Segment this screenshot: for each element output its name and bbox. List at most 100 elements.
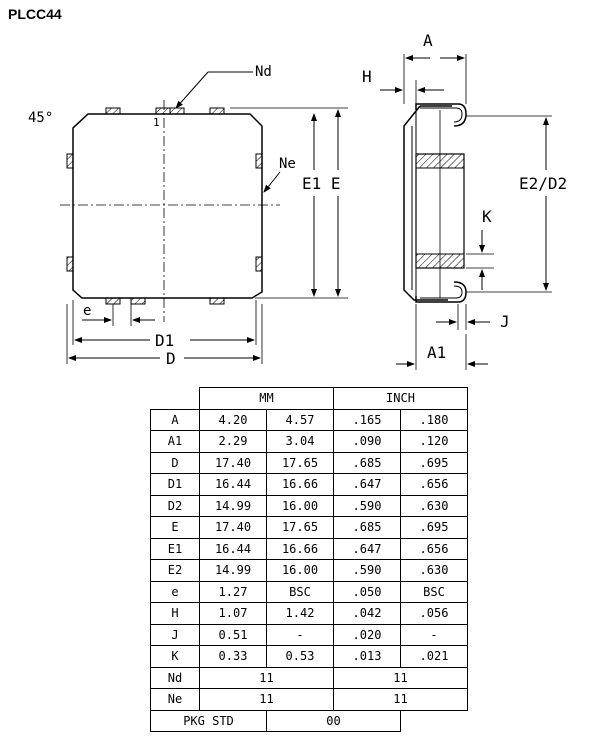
e2-d2-label: E2/D2 (519, 174, 567, 193)
mm-min: 1.07 (199, 602, 267, 625)
row-symbol: Nd (150, 666, 200, 689)
pin1-label: 1 (153, 116, 160, 129)
inch-min: .685 (333, 516, 401, 539)
lead-bottom-inner (420, 285, 463, 299)
mm-min: 17.40 (199, 516, 267, 539)
inch-max: .021 (400, 645, 468, 668)
mm-max: 17.65 (266, 451, 334, 474)
row-symbol: E2 (150, 559, 200, 582)
package-drawing: 45° 1 Nd Ne E1 E e D1 D (28, 31, 567, 370)
mm-max: - (266, 623, 334, 646)
inch-max: .180 (400, 408, 468, 431)
inch-max: .656 (400, 537, 468, 560)
row-symbol: D (150, 451, 200, 474)
mm-min: 4.20 (199, 408, 267, 431)
lead-bottom (415, 281, 467, 303)
e1-e-label: E1 E (302, 174, 341, 193)
mm-max: 16.00 (266, 559, 334, 582)
mm-min: 14.99 (199, 559, 267, 582)
row-symbol: E1 (150, 537, 200, 560)
inch-max: .630 (400, 559, 468, 582)
inch-max: - (400, 623, 468, 646)
angle-label: 45° (28, 110, 53, 126)
e-pitch-label: e (83, 303, 91, 319)
mm-min: 16.44 (199, 537, 267, 560)
pad-bottom-left-a (105, 297, 121, 305)
mm-max: 4.57 (266, 408, 334, 431)
mm-max: BSC (266, 580, 334, 603)
pad-top-mid-b (169, 107, 185, 115)
row-symbol: D2 (150, 494, 200, 517)
inch-max: .695 (400, 516, 468, 539)
inch-min: .647 (333, 473, 401, 496)
d1-label: D1 (155, 331, 174, 350)
pad-right-top (255, 153, 263, 169)
inch-max: BSC (400, 580, 468, 603)
inch-min: .685 (333, 451, 401, 474)
inch-min: .050 (333, 580, 401, 603)
a-label: A (423, 31, 433, 50)
inch-min: .042 (333, 602, 401, 625)
inch-max: .120 (400, 430, 468, 453)
row-symbol: Ne (150, 688, 200, 711)
ne-label: Ne (279, 156, 296, 172)
pad-top-mid-a (155, 107, 171, 115)
k-label: K (482, 207, 492, 226)
inch-min: .590 (333, 559, 401, 582)
nd-label: Nd (255, 64, 272, 80)
mm-min: 0.51 (199, 623, 267, 646)
d-label: D (166, 349, 176, 368)
row-symbol: H (150, 602, 200, 625)
row-symbol: A1 (150, 430, 200, 453)
pad-top-right (209, 107, 225, 115)
inch-min: .013 (333, 645, 401, 668)
page-title: PLCC44 (8, 6, 62, 22)
mm-max: 16.66 (266, 473, 334, 496)
lead-top-inner (420, 107, 463, 123)
mm-count: 11 (199, 666, 334, 689)
mm-max: 16.66 (266, 537, 334, 560)
mm-max: 1.42 (266, 602, 334, 625)
mm-min: 14.99 (199, 494, 267, 517)
mm-count: 11 (199, 688, 334, 711)
a1-label: A1 (427, 343, 446, 362)
pad-bottom-right (209, 297, 225, 305)
inch-min: .647 (333, 537, 401, 560)
inch-max: .695 (400, 451, 468, 474)
header-mm: MM (199, 387, 334, 410)
mm-min: 1.27 (199, 580, 267, 603)
header-inch: INCH (333, 387, 468, 410)
pkg-std-value: 00 (266, 709, 401, 732)
pad-left-bottom (66, 256, 74, 272)
mm-max: 3.04 (266, 430, 334, 453)
row-symbol: K (150, 645, 200, 668)
nd-leader-diagonal (175, 71, 209, 109)
inch-min: .165 (333, 408, 401, 431)
inch-count: 11 (333, 666, 468, 689)
mm-max: 16.00 (266, 494, 334, 517)
package-body-outline (72, 113, 263, 299)
inch-max: .056 (400, 602, 468, 625)
row-symbol: A (150, 408, 200, 431)
lead-top (415, 103, 467, 127)
row-symbol: D1 (150, 473, 200, 496)
pad-left-top (66, 153, 74, 169)
inch-min: .020 (333, 623, 401, 646)
table-header-row: MM INCH (151, 387, 468, 410)
pad-right-bottom (255, 256, 263, 272)
inch-max: .630 (400, 494, 468, 517)
pad-top-left (105, 107, 121, 115)
pad-bottom-left-b (130, 297, 146, 305)
